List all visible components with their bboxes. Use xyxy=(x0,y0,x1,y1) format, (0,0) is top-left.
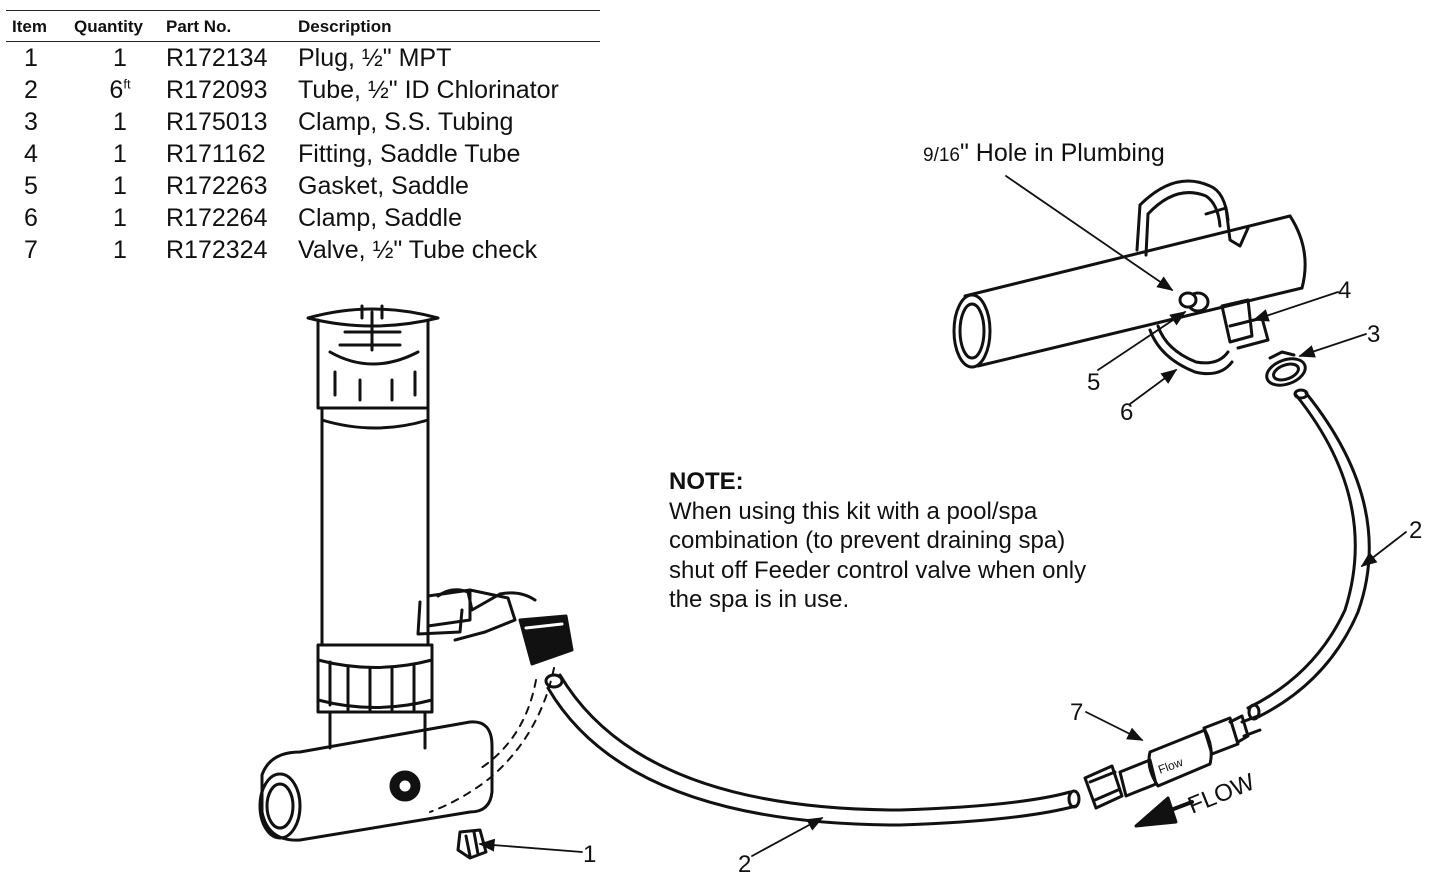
row-description: Plug, ½" MPT xyxy=(298,44,452,72)
row-part-no: R172324 xyxy=(166,236,268,264)
valve-flow-label: Flow xyxy=(1156,755,1185,777)
row-part-no: R172264 xyxy=(166,204,268,232)
row-part-no: R175013 xyxy=(166,108,268,136)
row-item: 5 xyxy=(24,172,38,200)
note-line: shut off Feeder control valve when only xyxy=(669,556,1087,584)
callout-4: 4 xyxy=(1338,277,1351,304)
quantity-value: 1 xyxy=(113,236,127,264)
callout-6: 6 xyxy=(1120,399,1133,426)
note-title: NOTE: xyxy=(669,468,744,495)
note-box: NOTE: When using this kit with a pool/sp… xyxy=(669,467,1189,615)
table-row: 6 1 R172264 Clamp, Saddle xyxy=(6,202,600,234)
hole-label: 9/16" Hole in Plumbing xyxy=(923,139,1165,168)
table-row: 7 1 R172324 Valve, ½" Tube check xyxy=(6,234,600,266)
flow-arrow xyxy=(1134,796,1194,828)
row-item: 7 xyxy=(24,236,38,264)
table-row: 1 1 R172134 Plug, ½" MPT xyxy=(6,42,600,75)
callout-1: 1 xyxy=(583,841,596,868)
row-description: Fitting, Saddle Tube xyxy=(298,140,521,168)
row-item: 4 xyxy=(24,140,38,168)
note-line: When using this kit with a pool/spa xyxy=(669,497,1038,525)
quantity-value: 1 xyxy=(113,204,127,232)
quantity-unit: ft xyxy=(123,76,131,92)
callout-2-right: 2 xyxy=(1409,517,1422,544)
row-quantity: 6ft xyxy=(74,74,166,106)
row-description: Clamp, Saddle xyxy=(298,204,462,232)
row-description: Tube, ½" ID Chlorinator xyxy=(298,76,559,104)
hole-size-fraction: 9/16 xyxy=(923,145,960,166)
callout-3: 3 xyxy=(1367,321,1380,348)
table-row: 5 1 R172263 Gasket, Saddle xyxy=(6,170,600,202)
callout-5: 5 xyxy=(1087,369,1100,396)
saddle-clamp xyxy=(1135,179,1270,376)
table-row: 3 1 R175013 Clamp, S.S. Tubing xyxy=(6,106,600,138)
header-item: Item xyxy=(6,10,74,42)
tube-lower xyxy=(544,673,1081,827)
row-quantity: 1 xyxy=(74,202,166,234)
row-item: 1 xyxy=(24,44,38,72)
quantity-value: 1 xyxy=(113,140,127,168)
row-item: 6 xyxy=(24,204,38,232)
row-quantity: 1 xyxy=(74,234,166,266)
quantity-value: 1 xyxy=(113,108,127,136)
callout-leaders xyxy=(478,175,1407,857)
note-line: combination (to prevent draining spa) xyxy=(669,527,1066,554)
header-quantity: Quantity xyxy=(74,10,166,42)
row-description: Gasket, Saddle xyxy=(298,172,469,200)
row-description: Valve, ½" Tube check xyxy=(298,236,538,264)
hole-label-text: " Hole in Plumbing xyxy=(959,139,1165,167)
row-item: 3 xyxy=(24,108,38,136)
quantity-value: 1 xyxy=(113,172,127,200)
row-quantity: 1 xyxy=(74,138,166,170)
header-part-no: Part No. xyxy=(166,10,298,42)
row-part-no: R172134 xyxy=(166,44,268,72)
row-part-no: R171162 xyxy=(166,140,266,168)
check-valve xyxy=(1083,714,1262,810)
row-quantity: 1 xyxy=(74,170,166,202)
row-part-no: R172093 xyxy=(166,76,268,104)
table-row: 2 6ft R172093 Tube, ½" ID Chlorinator xyxy=(6,74,600,106)
row-description: Clamp, S.S. Tubing xyxy=(298,108,514,136)
flow-label: FLOW xyxy=(1184,768,1259,819)
tubing-clamp xyxy=(1265,350,1307,387)
row-item: 2 xyxy=(24,76,38,104)
row-quantity: 1 xyxy=(74,42,166,75)
note-line: the spa is in use. xyxy=(669,586,850,613)
quantity-value: 1 xyxy=(113,44,127,72)
chlorinator-feeder xyxy=(258,304,574,842)
tube-right xyxy=(1246,388,1371,721)
table-row: 4 1 R171162 Fitting, Saddle Tube xyxy=(6,138,600,170)
header-description: Description xyxy=(298,10,600,42)
row-part-no: R172263 xyxy=(166,172,268,200)
callout-7: 7 xyxy=(1070,699,1083,726)
parts-table: Item Quantity Part No. Description 1 1 R… xyxy=(6,10,600,266)
quantity-value: 6 xyxy=(109,76,124,104)
callout-2-lower: 2 xyxy=(738,851,751,878)
row-quantity: 1 xyxy=(74,106,166,138)
parts-table-header: Item Quantity Part No. Description xyxy=(6,10,600,42)
